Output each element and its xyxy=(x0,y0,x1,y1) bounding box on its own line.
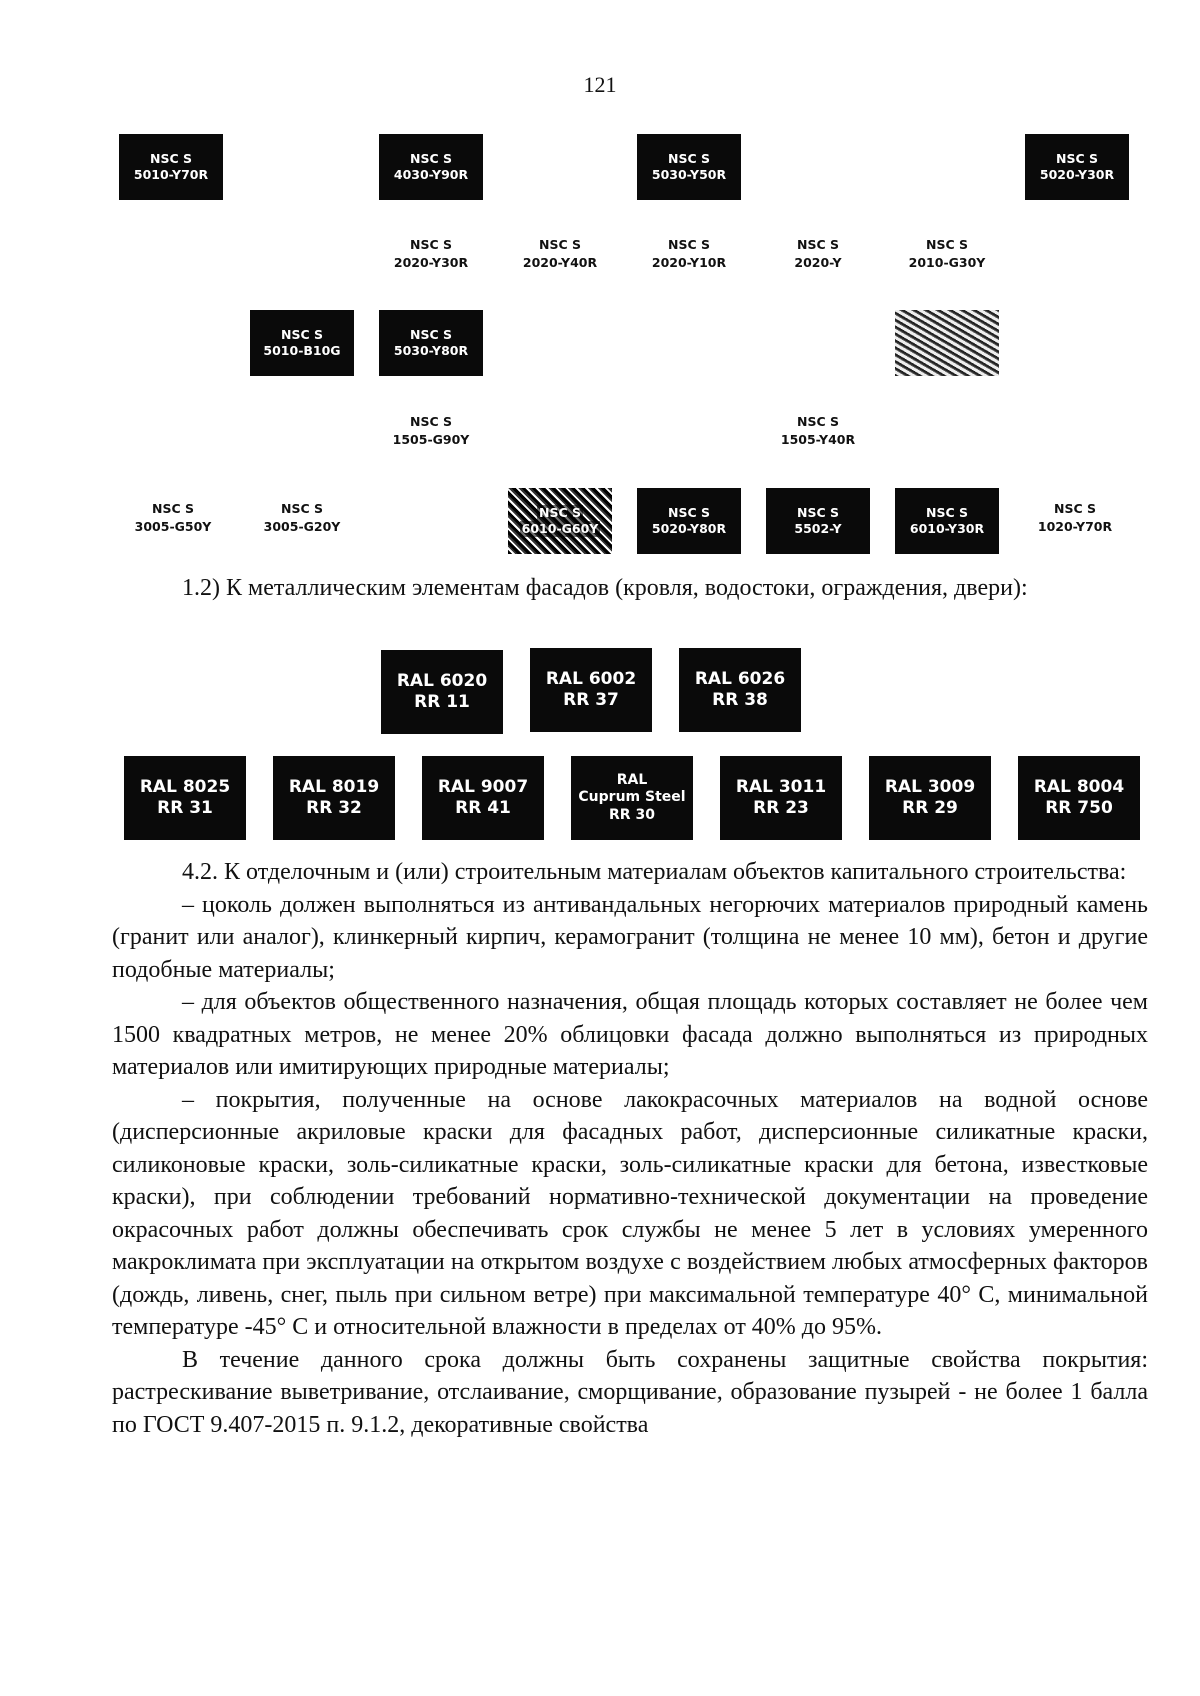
bullet-plinth: – цоколь должен выполняться из антиванда… xyxy=(112,891,1148,983)
page-number: 121 xyxy=(583,72,617,97)
color-swatch-noisy xyxy=(895,310,999,376)
paragraph-service-life: В течение данного срока должны быть сохр… xyxy=(112,1346,1148,1438)
body-text: 4.2. К отделочным и (или) строительным м… xyxy=(112,856,1148,1441)
section-heading-metal: 1.2) К металлическим элементам фасадов (… xyxy=(182,575,1028,601)
bullet-coatings: – покрытия, полученные на основе лакокра… xyxy=(112,1086,1148,1341)
paragraph-4-2: 4.2. К отделочным и (или) строительным м… xyxy=(182,859,1127,885)
bullet-public-objects: – для объектов общественного назначения,… xyxy=(112,989,1148,1080)
